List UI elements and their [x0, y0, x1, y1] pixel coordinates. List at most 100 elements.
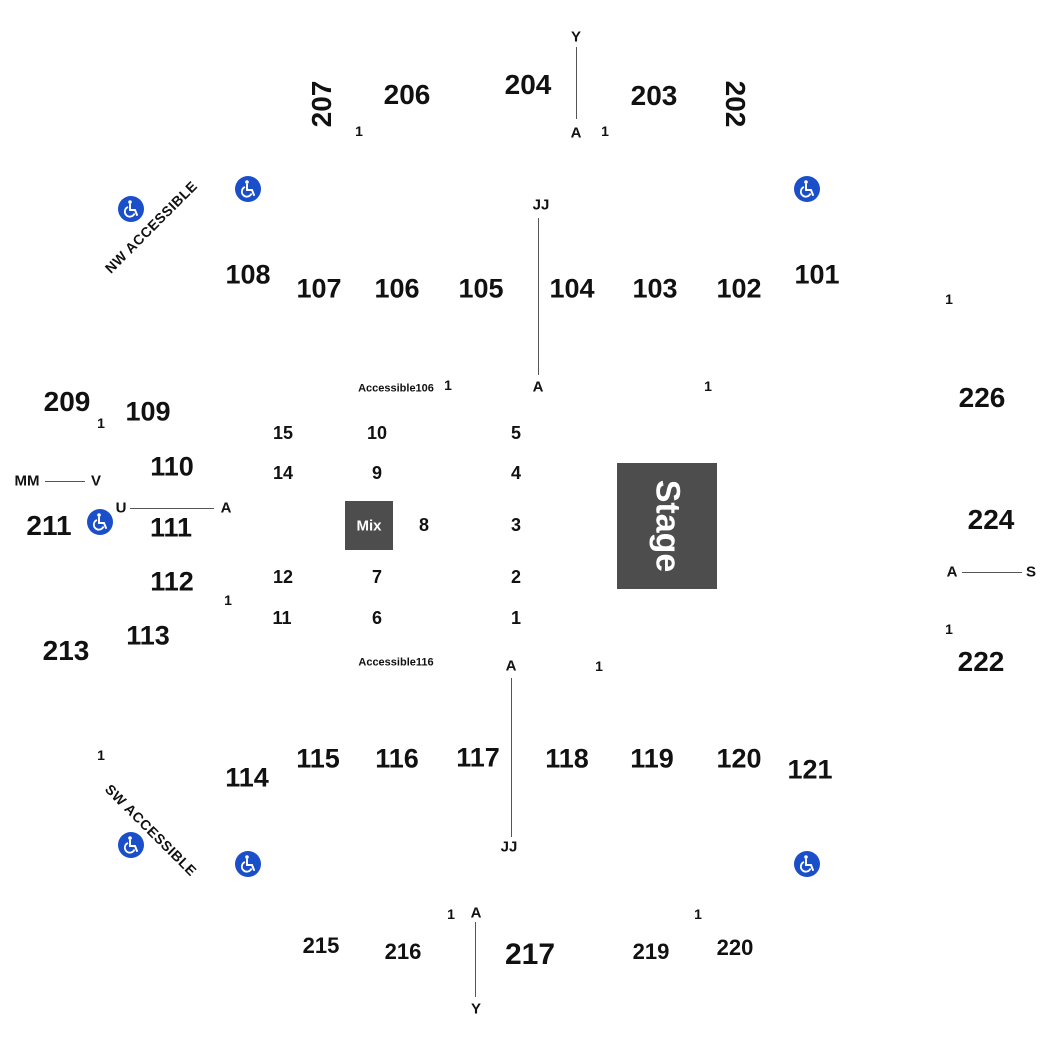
section-211[interactable]: 211: [26, 510, 72, 541]
section-110[interactable]: 110: [150, 451, 194, 482]
section-206[interactable]: 206: [383, 79, 431, 110]
row-marker-y-top: Y: [570, 28, 582, 46]
wheelchair-icon: [794, 851, 820, 877]
row-marker-s: S: [1025, 563, 1037, 581]
section-115[interactable]: 115: [296, 743, 340, 774]
section-220[interactable]: 220: [716, 935, 754, 960]
section-103[interactable]: 103: [632, 273, 678, 304]
section-117[interactable]: 117: [456, 742, 500, 773]
wheelchair-icon: [235, 851, 261, 877]
row-marker-a-left: A: [220, 499, 232, 517]
seat-marker: 1: [97, 415, 105, 431]
section-108[interactable]: 108: [225, 259, 271, 290]
seat-marker: 1: [97, 747, 105, 763]
floor-section-5[interactable]: 5: [510, 423, 522, 443]
section-106[interactable]: 106: [374, 273, 420, 304]
floor-section-8[interactable]: 8: [418, 515, 430, 535]
section-107[interactable]: 107: [296, 273, 342, 304]
section-203[interactable]: 203: [630, 80, 678, 111]
section-114[interactable]: 114: [225, 762, 269, 793]
row-marker-a-mid-top: A: [532, 378, 544, 396]
section-112[interactable]: 112: [150, 566, 194, 597]
section-121[interactable]: 121: [787, 754, 833, 785]
section-116[interactable]: 116: [375, 743, 419, 774]
accessible-106-label: Accessible106: [358, 382, 434, 395]
seat-marker: 1: [224, 592, 232, 608]
floor-section-4[interactable]: 4: [510, 463, 522, 483]
section-222[interactable]: 222: [957, 646, 1005, 677]
accessible-116-label: Accessible116: [358, 656, 434, 669]
wheelchair-icon: [87, 509, 113, 535]
seat-marker: 1: [595, 658, 603, 674]
seat-marker: 1: [704, 378, 712, 394]
section-109[interactable]: 109: [125, 396, 171, 427]
section-120[interactable]: 120: [716, 743, 762, 774]
section-216[interactable]: 216: [384, 939, 422, 964]
row-line-floor-bottom: [511, 678, 512, 837]
section-104[interactable]: 104: [549, 273, 595, 304]
section-101[interactable]: 101: [794, 259, 840, 290]
section-213[interactable]: 213: [42, 635, 90, 666]
floor-section-6[interactable]: 6: [371, 608, 383, 628]
section-209[interactable]: 209: [43, 386, 91, 417]
row-marker-a-bottom: A: [470, 904, 482, 922]
section-207[interactable]: 207: [306, 80, 337, 128]
floor-section-7[interactable]: 7: [371, 567, 383, 587]
row-line-bottom: [475, 922, 476, 997]
row-marker-u: U: [115, 499, 127, 517]
floor-section-9[interactable]: 9: [371, 463, 383, 483]
floor-section-2[interactable]: 2: [510, 567, 522, 587]
stage: Stage: [617, 463, 717, 589]
section-118[interactable]: 118: [545, 743, 589, 774]
floor-section-3[interactable]: 3: [510, 515, 522, 535]
seat-marker: 1: [447, 906, 455, 922]
floor-section-10[interactable]: 10: [366, 423, 388, 443]
section-204[interactable]: 204: [504, 69, 552, 100]
floor-section-14[interactable]: 14: [272, 463, 294, 483]
section-219[interactable]: 219: [632, 939, 670, 964]
seat-marker: 1: [355, 123, 363, 139]
section-224[interactable]: 224: [967, 504, 1015, 535]
seat-marker: 1: [945, 621, 953, 637]
row-marker-mm: MM: [14, 472, 40, 490]
stage-label: Stage: [648, 479, 687, 573]
nw-accessible-label: NW ACCESSIBLE: [101, 177, 201, 277]
section-102[interactable]: 102: [716, 273, 762, 304]
wheelchair-icon: [118, 832, 144, 858]
wheelchair-icon: [235, 176, 261, 202]
floor-section-15[interactable]: 15: [272, 423, 294, 443]
row-line-111: [130, 508, 214, 509]
row-marker-a-right: A: [946, 563, 958, 581]
sw-accessible-label: SW ACCESSIBLE: [101, 780, 201, 880]
row-line-floor-top: [538, 218, 539, 375]
row-marker-jj-bottom: JJ: [500, 838, 518, 856]
row-marker-y-bottom: Y: [470, 1000, 482, 1018]
seat-marker: 1: [601, 123, 609, 139]
wheelchair-icon: [118, 196, 144, 222]
row-line-224: [962, 572, 1022, 573]
seat-marker: 1: [444, 377, 452, 393]
seat-marker: 1: [945, 291, 953, 307]
row-marker-a-top: A: [570, 124, 582, 142]
floor-section-12[interactable]: 12: [272, 567, 294, 587]
mix-label: Mix: [356, 517, 382, 534]
mix-position: Mix: [345, 501, 393, 550]
section-105[interactable]: 105: [458, 273, 504, 304]
row-marker-v: V: [90, 472, 102, 490]
section-202[interactable]: 202: [720, 80, 751, 128]
wheelchair-icon: [794, 176, 820, 202]
row-line-211: [45, 481, 85, 482]
section-226[interactable]: 226: [958, 382, 1006, 413]
row-marker-a-mid-bottom: A: [505, 657, 517, 675]
seat-marker: 1: [694, 906, 702, 922]
section-217[interactable]: 217: [504, 938, 556, 971]
floor-section-1[interactable]: 1: [510, 608, 522, 628]
section-119[interactable]: 119: [630, 743, 674, 774]
floor-section-11[interactable]: 11: [272, 608, 292, 628]
section-111[interactable]: 111: [149, 512, 193, 543]
section-215[interactable]: 215: [302, 933, 340, 958]
row-line-top: [576, 47, 577, 119]
row-marker-jj-top: JJ: [532, 196, 550, 214]
section-113[interactable]: 113: [126, 620, 170, 651]
